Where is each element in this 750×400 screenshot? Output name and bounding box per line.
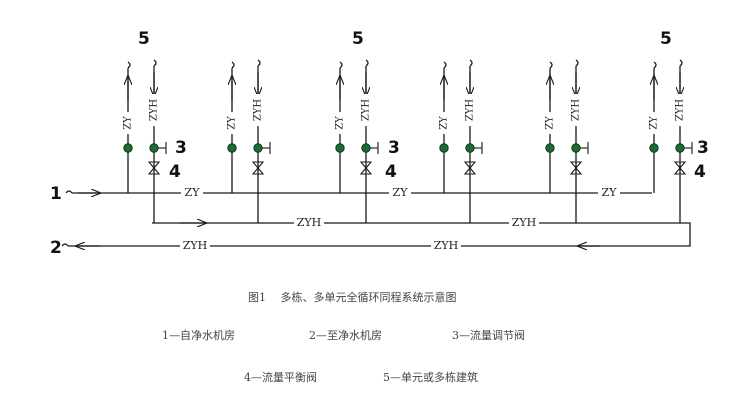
- return-label-1: ZYH: [297, 216, 322, 229]
- riser-supply-label: ZY: [227, 116, 238, 130]
- balance-valve-icon: [463, 161, 477, 175]
- callout-inlet: 1: [50, 184, 62, 204]
- riser-supply-label: ZY: [545, 116, 556, 130]
- riser-unit: ZY ZYH: [226, 59, 271, 223]
- return-collector-pipe: [152, 180, 681, 223]
- flow-valve-dot: [571, 143, 581, 153]
- flow-valve-dot: [149, 143, 159, 153]
- flow-valve-dot: [439, 143, 449, 153]
- legend-item-5: 5—单元或多栋建筑: [383, 371, 478, 384]
- riser-return-label: ZYH: [149, 99, 160, 122]
- callout-building-1: 5: [138, 29, 150, 49]
- balance-valve-icon: [569, 161, 583, 175]
- supply-label-1: ZY: [185, 186, 201, 199]
- figure-title: 图1 多栋、多单元全循环同程系统示意图: [248, 291, 457, 304]
- balance-valve-icon: [673, 161, 687, 175]
- legend-item-1: 1—自净水机房: [162, 329, 235, 342]
- legend-item-3: 3—流量调节阀: [452, 329, 525, 342]
- callout-flow-valve-3: 3: [697, 138, 709, 158]
- flow-valve-dot: [465, 143, 475, 153]
- riser-supply-label: ZY: [649, 116, 660, 130]
- callout-building-3: 5: [660, 29, 672, 49]
- return-main-pipe: [61, 222, 691, 246]
- return-label-3: ZYH: [183, 239, 208, 252]
- balance-valve-icon: [251, 161, 265, 175]
- callout-flow-valve-1: 3: [175, 138, 187, 158]
- return-label-2: ZYH: [512, 216, 537, 229]
- riser-supply-label: ZY: [123, 116, 134, 130]
- flow-valve-dot: [253, 143, 263, 153]
- riser-supply-label: ZY: [439, 116, 450, 130]
- riser-return-label: ZYH: [571, 99, 582, 122]
- callout-flow-valve-2: 3: [388, 138, 400, 158]
- riser-return-label: ZYH: [675, 99, 686, 122]
- flow-valve-dot: [123, 143, 133, 153]
- callout-balance-valve-3: 4: [694, 162, 706, 182]
- riser-return-label: ZYH: [465, 99, 476, 122]
- legend-item-2: 2—至净水机房: [309, 329, 382, 342]
- riser-unit: ZY ZYH: [544, 59, 589, 223]
- riser-return-label: ZYH: [253, 99, 264, 122]
- balance-valve-icon: [359, 161, 373, 175]
- supply-label-3: ZY: [602, 186, 618, 199]
- flow-valve-dot: [649, 143, 659, 153]
- riser-unit: ZY ZYH: [122, 59, 167, 223]
- callout-building-2: 5: [352, 29, 364, 49]
- callout-balance-valve-1: 4: [169, 162, 181, 182]
- callout-balance-valve-2: 4: [385, 162, 397, 182]
- riser-unit: ZY ZYH: [334, 59, 379, 223]
- riser-return-label: ZYH: [361, 99, 372, 122]
- supply-main-pipe: [65, 191, 652, 193]
- flow-valve-dot: [227, 143, 237, 153]
- riser-unit: ZY ZYH: [438, 59, 483, 223]
- flow-valve-dot: [361, 143, 371, 153]
- flow-valve-dot: [545, 143, 555, 153]
- flow-valve-dot: [335, 143, 345, 153]
- legend-item-4: 4—流量平衡阀: [244, 371, 317, 384]
- callout-return: 2: [50, 238, 62, 258]
- riser-supply-label: ZY: [335, 116, 346, 130]
- supply-label-2: ZY: [393, 186, 409, 199]
- flow-valve-dot: [675, 143, 685, 153]
- riser-unit: ZY ZYH: [648, 59, 693, 193]
- return-label-4: ZYH: [434, 239, 459, 252]
- balance-valve-icon: [147, 161, 161, 175]
